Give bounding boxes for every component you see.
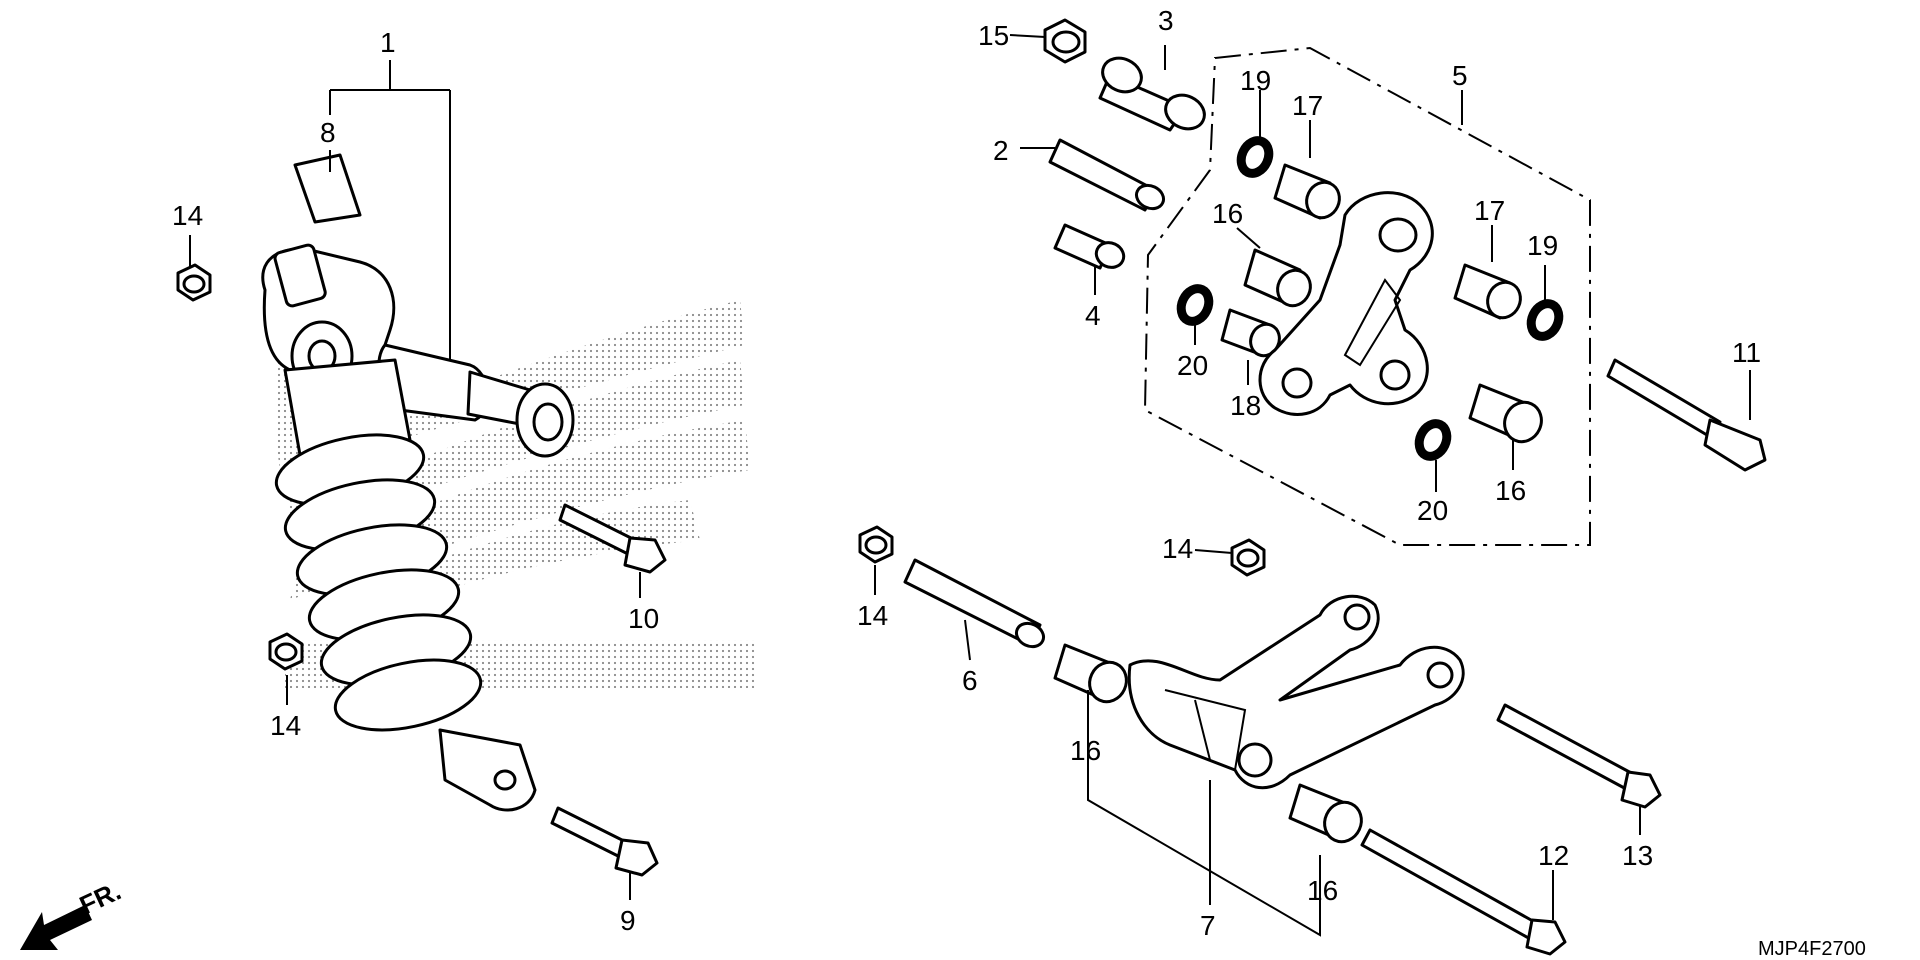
nut-14-left <box>268 632 304 671</box>
callout-2: 2 <box>993 135 1009 166</box>
callout-10: 10 <box>628 603 659 634</box>
callout-4: 4 <box>1085 300 1101 331</box>
callout-18: 18 <box>1230 390 1261 421</box>
collar-3 <box>1098 56 1206 132</box>
callout-17: 17 <box>1474 195 1505 226</box>
callout-9: 9 <box>620 905 636 936</box>
collar-4 <box>1053 223 1126 270</box>
front-direction-arrow: FR. <box>20 876 126 950</box>
bolt-9 <box>550 806 659 877</box>
callout-5: 5 <box>1452 60 1468 91</box>
callout-13: 13 <box>1622 840 1653 871</box>
callout-14: 14 <box>270 710 301 741</box>
callout-16: 16 <box>1307 875 1338 906</box>
callout-8: 8 <box>320 117 336 148</box>
callout-16: 16 <box>1495 475 1526 506</box>
callout-1: 1 <box>380 27 396 58</box>
bushing-16-c <box>1243 248 1312 308</box>
bolt-11 <box>1606 358 1767 472</box>
callout-11: 11 <box>1732 337 1761 368</box>
callout-labels: 1 8 14 14 10 9 15 3 2 4 5 19 17 16 20 18… <box>172 5 1761 941</box>
nut-14-top-left <box>176 263 212 302</box>
seal-19-a <box>1236 136 1274 178</box>
assembly-boundary <box>1143 46 1591 546</box>
bolt-10 <box>558 503 667 574</box>
callout-14: 14 <box>1162 533 1193 564</box>
seal-20-a <box>1176 284 1214 326</box>
seal-20-b <box>1414 419 1452 461</box>
cushion-connecting-rod <box>1127 594 1465 790</box>
callout-17: 17 <box>1292 90 1323 121</box>
bushing-16-d <box>1468 383 1543 444</box>
callout-7: 7 <box>1200 910 1216 941</box>
nut-15 <box>1043 18 1087 64</box>
nut-14-right <box>1230 538 1266 577</box>
callout-6: 6 <box>962 665 978 696</box>
callout-16: 16 <box>1212 198 1243 229</box>
bushing-16-b <box>1288 783 1363 844</box>
callout-19: 19 <box>1527 230 1558 261</box>
bushing-17-a <box>1273 163 1341 220</box>
nut-14-middle <box>858 525 894 564</box>
callout-12: 12 <box>1538 840 1569 871</box>
callout-3: 3 <box>1158 5 1174 36</box>
callout-16: 16 <box>1070 735 1101 766</box>
seal-19-b <box>1526 299 1564 341</box>
shock-spring <box>274 433 483 732</box>
cushion-arm <box>1258 191 1434 416</box>
collar-6 <box>903 558 1046 649</box>
leader-lines <box>189 34 1751 937</box>
bolt-12 <box>1360 828 1567 956</box>
callout-14: 14 <box>857 600 888 631</box>
callout-15: 15 <box>978 20 1009 51</box>
bushing-18 <box>1220 308 1281 358</box>
callout-19: 19 <box>1240 65 1271 96</box>
collar-2 <box>1048 138 1166 212</box>
callout-20: 20 <box>1417 495 1448 526</box>
callout-14: 14 <box>172 200 203 231</box>
callout-20: 20 <box>1177 350 1208 381</box>
drawing-code: MJP4F2700 <box>1758 938 1866 960</box>
bolt-13 <box>1496 703 1662 809</box>
label-plate <box>293 153 362 224</box>
rear-shock-absorber <box>261 153 575 812</box>
bushing-17-b <box>1453 263 1522 320</box>
bushing-16-a <box>1053 643 1128 704</box>
